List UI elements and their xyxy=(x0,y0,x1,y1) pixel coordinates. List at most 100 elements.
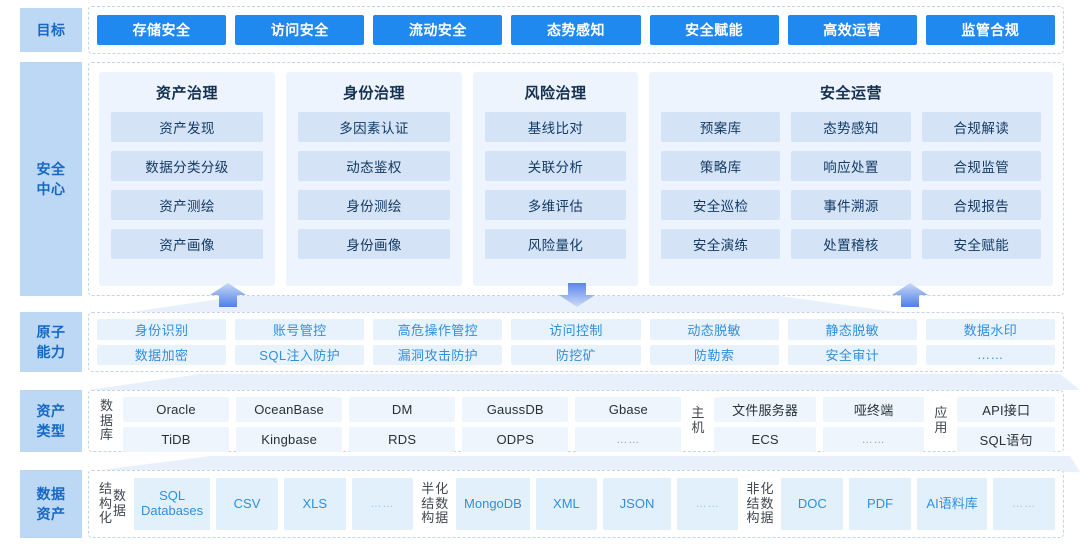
goal-button-situation-awareness[interactable]: 态势感知 xyxy=(511,15,641,45)
goal-button-security-enablement[interactable]: 安全赋能 xyxy=(649,15,779,45)
cell-identity-mapping[interactable]: 身份测绘 xyxy=(298,190,450,220)
row-label-data-asset: 数据 资产 xyxy=(20,470,82,538)
row-label-asset-type-line-2: 类型 xyxy=(36,423,66,439)
atomic-account-control[interactable]: 账号管控 xyxy=(235,319,365,340)
row-label-atomic-line-2: 能力 xyxy=(36,344,66,360)
data-structured-more[interactable]: …… xyxy=(351,478,414,530)
asset-dm[interactable]: DM xyxy=(349,397,456,422)
asset-file-server[interactable]: 文件服务器 xyxy=(714,397,816,422)
atomic-ability-band: 身份识别 账号管控 高危操作管控 访问控制 动态脱敏 静态脱敏 数据水印 数据加… xyxy=(88,312,1064,372)
cell-compliance-interpretation[interactable]: 合规解读 xyxy=(921,112,1041,142)
panel-title-asset-governance: 资产治理 xyxy=(155,85,218,102)
goal-button-efficient-operation[interactable]: 高效运营 xyxy=(787,15,917,45)
cell-risk-quantification[interactable]: 风险量化 xyxy=(485,229,626,259)
data-group-label-structured: 结构化 数据 xyxy=(97,478,128,530)
asset-gaussdb[interactable]: GaussDB xyxy=(462,397,569,422)
row-label-security-center: 安全 中心 xyxy=(20,62,82,296)
data-group-label-structured-col1: 结构化 xyxy=(99,481,113,526)
cell-security-inspection[interactable]: 安全巡检 xyxy=(661,190,781,220)
cell-data-classification[interactable]: 数据分类分级 xyxy=(111,151,263,181)
data-csv[interactable]: CSV xyxy=(216,478,278,530)
asset-kingbase[interactable]: Kingbase xyxy=(236,427,343,452)
asset-dumb-terminal[interactable]: 哑终端 xyxy=(822,397,925,422)
atomic-more[interactable]: …… xyxy=(925,344,1055,365)
atomic-vulnerability-attack-protection[interactable]: 漏洞攻击防护 xyxy=(373,344,503,365)
atomic-anti-ransomware[interactable]: 防勒索 xyxy=(649,344,779,365)
panel-identity-governance: 身份治理 多因素认证 动态鉴权 身份测绘 身份画像 xyxy=(286,72,462,286)
asset-database-more[interactable]: …… xyxy=(575,427,682,452)
asset-gbase[interactable]: Gbase xyxy=(575,397,682,422)
goal-button-storage-security[interactable]: 存储安全 xyxy=(97,15,227,45)
cell-correlation-analysis[interactable]: 关联分析 xyxy=(485,151,626,181)
data-semi-structured-more[interactable]: …… xyxy=(676,478,739,530)
data-doc[interactable]: DOC xyxy=(781,478,844,530)
atomic-static-masking[interactable]: 静态脱敏 xyxy=(787,319,917,340)
row-label-security-center-line-1: 安全 xyxy=(36,160,66,177)
asset-odps[interactable]: ODPS xyxy=(462,427,569,452)
data-xls[interactable]: XLS xyxy=(283,478,346,530)
asset-group-label-host: 主机 xyxy=(691,405,705,435)
cell-mfa[interactable]: 多因素认证 xyxy=(298,112,450,142)
atomic-access-control[interactable]: 访问控制 xyxy=(511,319,641,340)
atomic-dynamic-masking[interactable]: 动态脱敏 xyxy=(649,319,779,340)
cell-situation-awareness[interactable]: 态势感知 xyxy=(791,112,911,142)
data-json[interactable]: JSON xyxy=(603,478,671,530)
row-label-data-asset-line-2: 资产 xyxy=(36,506,66,522)
cell-identity-profile[interactable]: 身份画像 xyxy=(298,229,450,259)
cell-compliance-report[interactable]: 合规报告 xyxy=(921,190,1041,220)
data-sql-databases[interactable]: SQL Databases xyxy=(134,478,211,530)
data-ai-corpus[interactable]: AI语料库 xyxy=(916,478,988,530)
cell-baseline-comparison[interactable]: 基线比对 xyxy=(485,112,626,142)
atomic-anti-mining[interactable]: 防挖矿 xyxy=(511,344,641,365)
cell-asset-profile[interactable]: 资产画像 xyxy=(111,229,263,259)
cell-security-drill[interactable]: 安全演练 xyxy=(661,229,781,259)
cell-incident-tracing[interactable]: 事件溯源 xyxy=(791,190,911,220)
data-mongodb[interactable]: MongoDB xyxy=(456,478,530,530)
asset-group-database: 数据库 Oracle TiDB OceanBase Kingbase DM RD… xyxy=(97,397,682,452)
asset-ecs[interactable]: ECS xyxy=(714,427,816,452)
asset-oceanbase[interactable]: OceanBase xyxy=(236,397,343,422)
arrow-up-operations-icon xyxy=(892,283,928,307)
row-label-data-asset-line-1: 数据 xyxy=(36,485,66,502)
asset-type-band: 数据库 Oracle TiDB OceanBase Kingbase DM RD… xyxy=(88,390,1064,452)
panel-asset-governance: 资产治理 资产发现 数据分类分级 资产测绘 资产画像 xyxy=(99,72,275,286)
data-group-label-unstructured: 非结构 化数据 xyxy=(744,478,775,530)
goal-button-access-security[interactable]: 访问安全 xyxy=(235,15,365,45)
atomic-security-audit[interactable]: 安全审计 xyxy=(787,344,917,365)
arrow-down-risk-icon xyxy=(559,283,595,307)
panel-title-risk-governance: 风险治理 xyxy=(524,85,587,102)
cell-response-handling[interactable]: 响应处置 xyxy=(791,151,911,181)
asset-group-label-application: 应用 xyxy=(934,405,948,435)
asset-sql-statement[interactable]: SQL语句 xyxy=(957,427,1055,452)
data-group-label-semi-structured-col2: 化数据 xyxy=(435,481,449,526)
asset-api-interface[interactable]: API接口 xyxy=(957,397,1055,422)
atomic-sql-injection-protection[interactable]: SQL注入防护 xyxy=(235,344,365,365)
cell-security-enablement[interactable]: 安全赋能 xyxy=(921,229,1041,259)
cell-asset-mapping[interactable]: 资产测绘 xyxy=(111,190,263,220)
cell-policy-library[interactable]: 策略库 xyxy=(661,151,781,181)
asset-tidb[interactable]: TiDB xyxy=(123,427,230,452)
atomic-identity-recognition[interactable]: 身份识别 xyxy=(97,319,227,340)
atomic-data-watermark[interactable]: 数据水印 xyxy=(925,319,1055,340)
cell-dynamic-authorization[interactable]: 动态鉴权 xyxy=(298,151,450,181)
data-xml[interactable]: XML xyxy=(535,478,598,530)
cell-playbook-library[interactable]: 预案库 xyxy=(661,112,781,142)
atomic-high-risk-operation-control[interactable]: 高危操作管控 xyxy=(373,319,503,340)
cell-handling-audit[interactable]: 处置稽核 xyxy=(791,229,911,259)
panel-risk-governance: 风险治理 基线比对 关联分析 多维评估 风险量化 xyxy=(473,72,638,286)
asset-group-host: 主机 文件服务器 ECS 哑终端 …… xyxy=(688,397,925,452)
cell-compliance-supervision[interactable]: 合规监管 xyxy=(921,151,1041,181)
goal-button-flow-security[interactable]: 流动安全 xyxy=(373,15,503,45)
goal-band: 存储安全 访问安全 流动安全 态势感知 安全赋能 高效运营 监管合规 xyxy=(88,6,1064,54)
row-label-atomic-line-1: 原子 xyxy=(36,323,66,340)
data-unstructured-more[interactable]: …… xyxy=(993,478,1055,530)
asset-host-more[interactable]: …… xyxy=(822,427,925,452)
data-pdf[interactable]: PDF xyxy=(849,478,911,530)
asset-rds[interactable]: RDS xyxy=(349,427,456,452)
cell-asset-discovery[interactable]: 资产发现 xyxy=(111,112,263,142)
atomic-data-encryption[interactable]: 数据加密 xyxy=(97,344,227,365)
cell-multidimensional-assessment[interactable]: 多维评估 xyxy=(485,190,626,220)
goal-button-regulatory-compliance[interactable]: 监管合规 xyxy=(925,15,1055,45)
asset-oracle[interactable]: Oracle xyxy=(123,397,230,422)
